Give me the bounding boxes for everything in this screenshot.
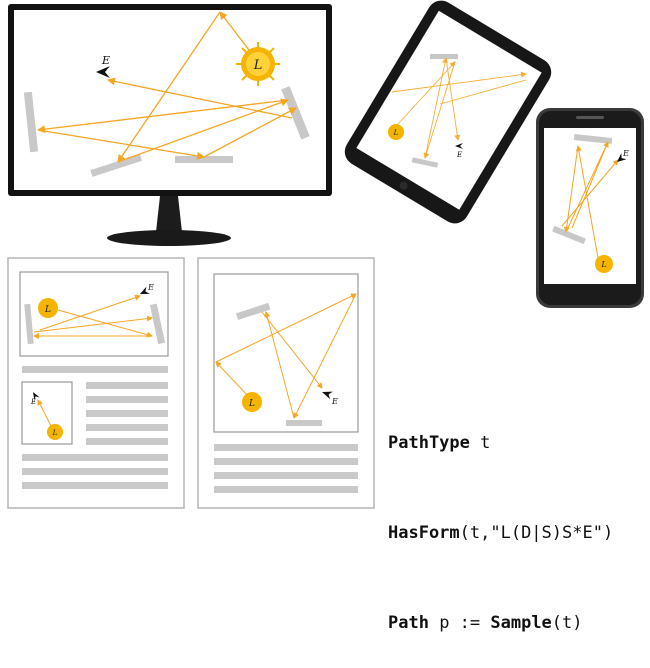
- eye-icon: E: [455, 143, 463, 159]
- mirror: [430, 54, 458, 59]
- phone-device: L E: [536, 108, 644, 308]
- tablet-device: [344, 0, 552, 224]
- light-source-icon: L: [242, 392, 262, 412]
- eye-icon: E: [322, 391, 338, 406]
- mirror: [411, 157, 439, 168]
- light-source-icon: L: [388, 124, 404, 140]
- keyword: Path: [388, 613, 429, 633]
- light-label: L: [393, 129, 399, 137]
- code-snippet: PathType t HasForm(t,"L(D|S)S*E") Path p…: [388, 368, 613, 668]
- mirror: [175, 156, 233, 163]
- code-line-3: Path p := Sample(t): [388, 613, 583, 633]
- eye-icon: E: [140, 283, 154, 294]
- monitor-device: L E: [8, 4, 332, 246]
- light-label: L: [600, 260, 606, 269]
- monitor-neck: [156, 196, 182, 232]
- light-label: L: [248, 399, 255, 409]
- text-lines: [214, 444, 358, 493]
- mirror: [552, 225, 586, 245]
- keyword: PathType: [388, 433, 470, 453]
- eye-icon: E: [96, 54, 110, 78]
- mirror: [286, 420, 322, 426]
- mirror: [90, 154, 142, 177]
- figure-frame: [21, 381, 73, 445]
- eye-icon: E: [30, 392, 40, 406]
- mirror: [23, 91, 39, 153]
- light-source-icon: L: [236, 42, 280, 86]
- monitor-stand-base: [107, 230, 231, 246]
- mirror: [573, 134, 613, 144]
- light-source-icon: L: [47, 424, 63, 440]
- code-line-1: PathType t: [388, 433, 491, 453]
- eye-label: E: [622, 149, 629, 158]
- mirror: [24, 303, 34, 345]
- light-label: L: [52, 429, 58, 437]
- light-label: L: [44, 305, 51, 315]
- eye-label: E: [101, 54, 110, 67]
- phone-screen: [544, 128, 636, 284]
- eye-icon: E: [617, 149, 629, 162]
- eye-label: E: [30, 398, 36, 406]
- mirror: [149, 303, 166, 345]
- code-line-2: HasForm(t,"L(D|S)S*E"): [388, 523, 614, 543]
- printed-page-left: L E L E: [7, 257, 185, 509]
- light-label: L: [253, 58, 263, 73]
- scene-illustration: L E L E: [7, 0, 644, 509]
- tablet-screen-content: L E: [388, 54, 527, 168]
- figure-frame: [213, 273, 359, 433]
- monitor-screen: [14, 10, 326, 190]
- light-source-icon: L: [38, 298, 58, 318]
- light-source-icon: L: [595, 255, 613, 273]
- keyword: Sample: [490, 613, 552, 633]
- eye-label: E: [147, 283, 154, 292]
- keyword: HasForm: [388, 523, 460, 543]
- printed-page-right: L E: [197, 257, 375, 509]
- mirror: [235, 302, 271, 321]
- eye-label: E: [331, 397, 338, 406]
- eye-label: E: [456, 151, 462, 159]
- text-lines: [22, 366, 168, 489]
